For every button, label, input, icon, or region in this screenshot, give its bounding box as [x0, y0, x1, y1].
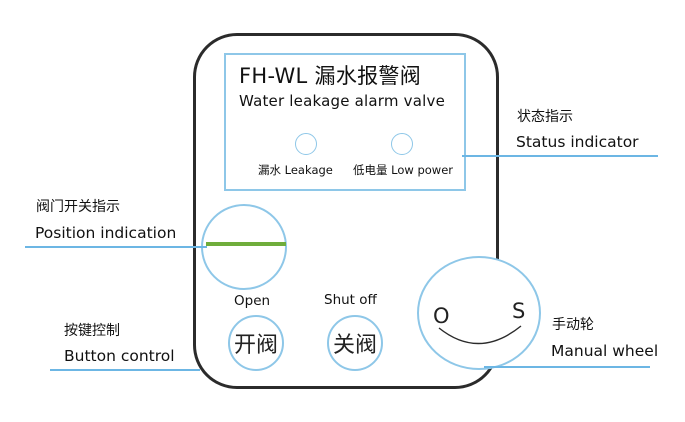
device-subtitle: Water leakage alarm valve — [239, 92, 446, 110]
leakage-label: 漏水 Leakage — [258, 163, 333, 177]
button-leader-line — [50, 369, 200, 371]
wheel-callout-cn: 手动轮 — [552, 317, 594, 333]
button-callout-en: Button control — [64, 347, 175, 365]
manual-wheel[interactable] — [417, 256, 541, 370]
position-indicator — [201, 204, 287, 290]
position-indicator-bar — [206, 242, 286, 246]
status-callout-en: Status indicator — [516, 133, 639, 151]
wheel-arc-arrow-icon — [438, 325, 522, 345]
wheel-leader-line — [484, 366, 650, 368]
leakage-led — [295, 133, 317, 155]
position-leader-line — [25, 246, 207, 248]
status-leader-line — [462, 155, 658, 157]
button-callout-cn: 按键控制 — [64, 323, 120, 339]
low-power-led — [391, 133, 413, 155]
open-caption: Open — [234, 293, 271, 309]
position-callout-en: Position indication — [35, 224, 177, 242]
open-valve-button[interactable]: 开阀 — [228, 315, 284, 371]
low-power-label: 低电量 Low power — [353, 163, 454, 177]
shut-off-caption: Shut off — [324, 292, 377, 308]
wheel-shut-mark: S — [512, 299, 526, 323]
close-valve-button[interactable]: 关阀 — [327, 315, 383, 371]
wheel-open-mark: O — [433, 304, 450, 328]
wheel-callout-en: Manual wheel — [551, 342, 659, 360]
device-title: FH-WL 漏水报警阀 — [239, 64, 422, 88]
status-panel — [224, 53, 466, 191]
position-callout-cn: 阀门开关指示 — [36, 199, 120, 215]
device-body — [193, 33, 499, 389]
status-callout-cn: 状态指示 — [517, 109, 573, 125]
